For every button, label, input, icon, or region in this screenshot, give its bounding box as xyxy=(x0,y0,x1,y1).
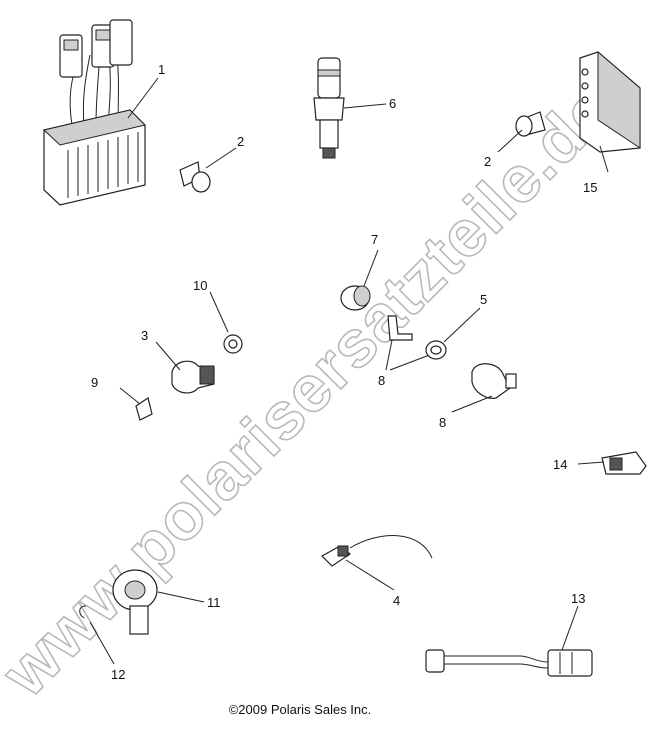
callout-8-upper: 8 xyxy=(378,373,385,388)
callout-3: 3 xyxy=(141,328,148,343)
copyright-notice: ©2009 Polaris Sales Inc. xyxy=(228,702,372,717)
part-5-nut xyxy=(425,307,481,360)
part-12-clip xyxy=(79,605,115,665)
part-14-switch xyxy=(577,451,647,475)
part-2-bolt-left xyxy=(179,147,237,193)
part-8-bracket xyxy=(385,315,433,371)
callout-8-lower: 8 xyxy=(439,415,446,430)
callout-4: 4 xyxy=(393,593,400,608)
part-3-elbow-sensor xyxy=(155,341,215,394)
callout-13: 13 xyxy=(571,591,585,606)
callout-2-left: 2 xyxy=(237,134,244,149)
callout-9: 9 xyxy=(91,375,98,390)
part-8-switch xyxy=(451,363,517,413)
callout-15: 15 xyxy=(583,180,597,195)
part-4-temp-sensor xyxy=(321,535,433,591)
callout-10: 10 xyxy=(193,278,207,293)
callout-6: 6 xyxy=(389,96,396,111)
callout-11: 11 xyxy=(207,595,221,610)
callout-5: 5 xyxy=(480,292,487,307)
part-6-sensor xyxy=(313,57,387,159)
part-10-washer xyxy=(209,291,243,354)
part-9-screw xyxy=(119,387,153,421)
part-13-harness xyxy=(425,605,593,677)
callout-14: 14 xyxy=(553,457,567,472)
callout-12: 12 xyxy=(111,667,125,682)
part-2-bolt-right xyxy=(497,111,546,153)
part-7-cap xyxy=(340,249,379,311)
callout-2-right: 2 xyxy=(484,154,491,169)
part-1-voltage-regulator xyxy=(42,19,159,206)
part-15-module xyxy=(579,50,641,173)
callout-7: 7 xyxy=(371,232,378,247)
callout-1: 1 xyxy=(158,62,165,77)
part-11-knock-sensor xyxy=(112,569,205,635)
